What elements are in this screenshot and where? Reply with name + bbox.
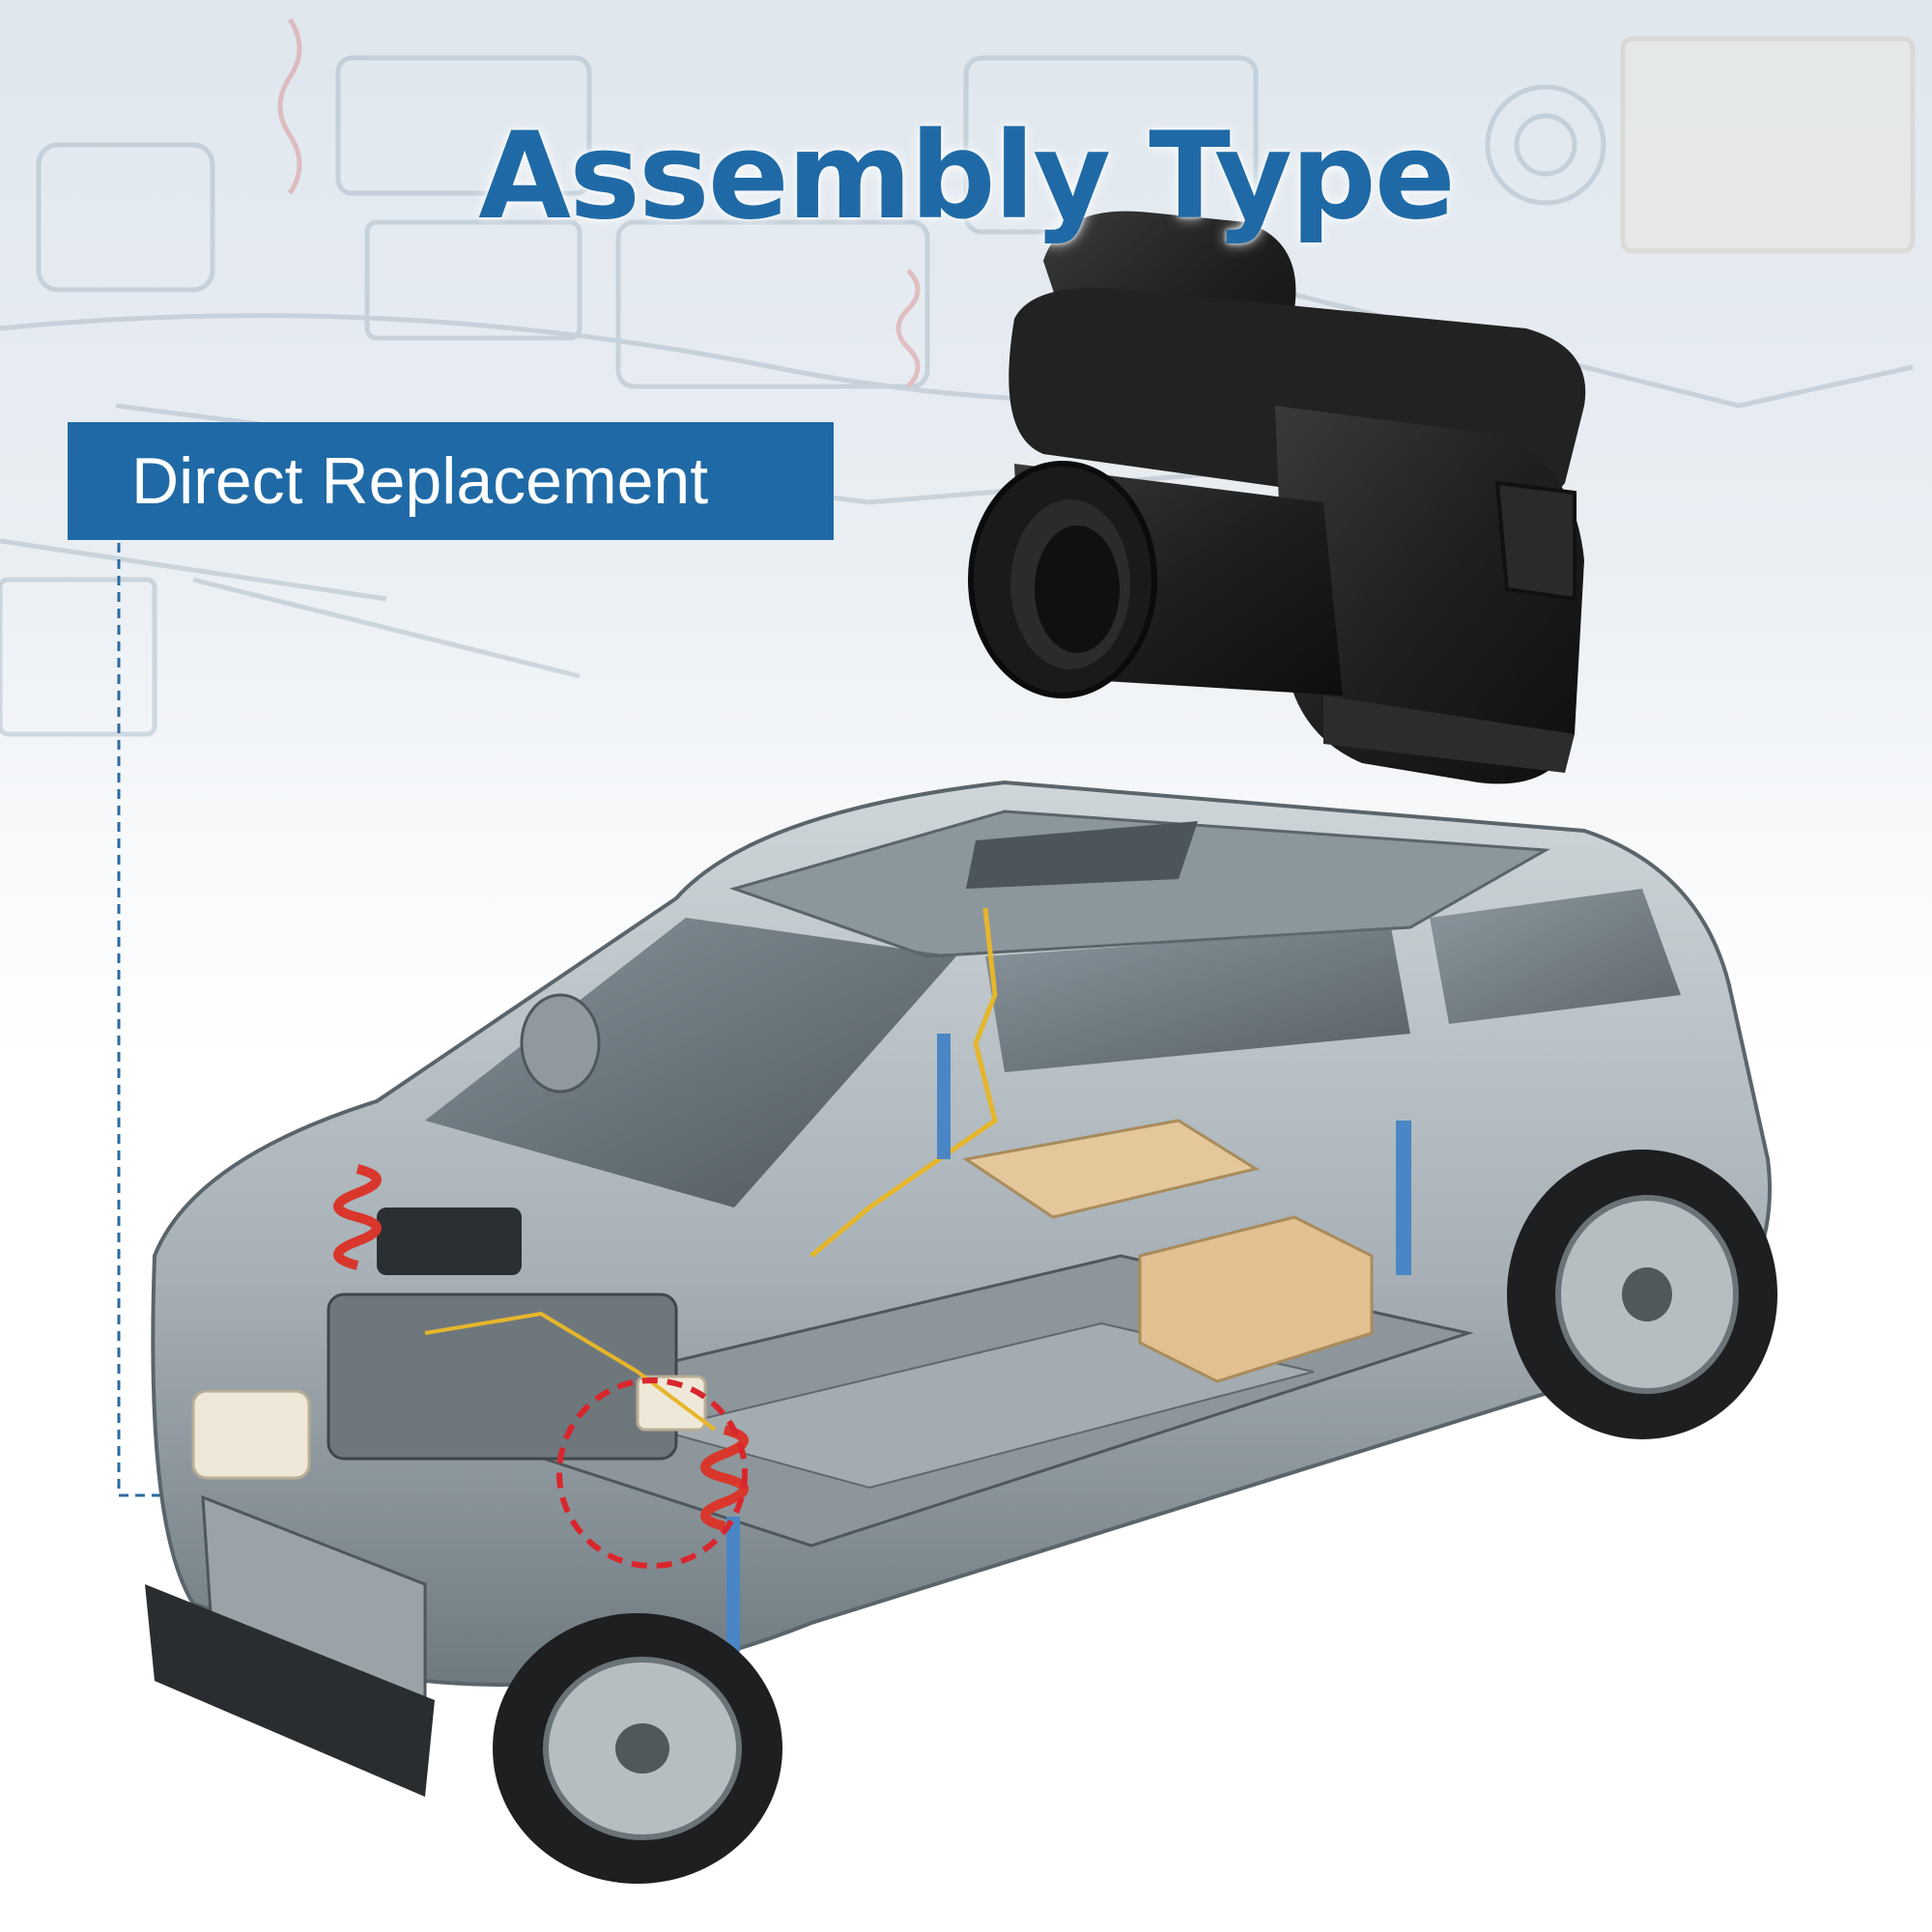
- car-cutaway-illustration: [145, 780, 1777, 1884]
- direct-replacement-badge: Direct Replacement: [68, 422, 834, 540]
- front-wheel: [493, 1613, 782, 1884]
- coolant-elbow-connector-image: [968, 211, 1586, 784]
- rear-wheel: [1507, 1150, 1777, 1439]
- page-title: Assembly Type: [478, 107, 1456, 247]
